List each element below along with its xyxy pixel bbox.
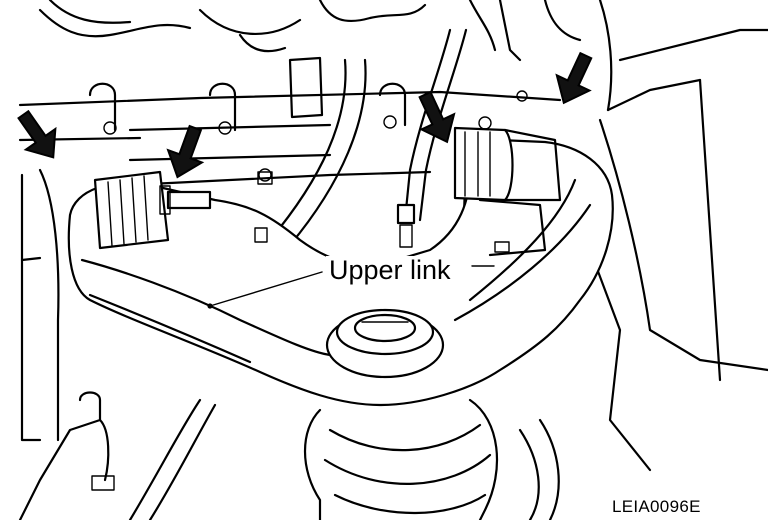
arrow-rear-pivot-bolt: [418, 90, 456, 144]
upper-link-callout-label: Upper link: [326, 256, 454, 285]
arrow-front-left-bolt: [17, 109, 57, 159]
arrow-front-pivot-bolt: [166, 124, 205, 179]
indicator-arrows: [17, 51, 593, 179]
arrow-rear-right-bolt: [555, 51, 593, 105]
figure-id-label: LEIA0096E: [612, 497, 701, 516]
